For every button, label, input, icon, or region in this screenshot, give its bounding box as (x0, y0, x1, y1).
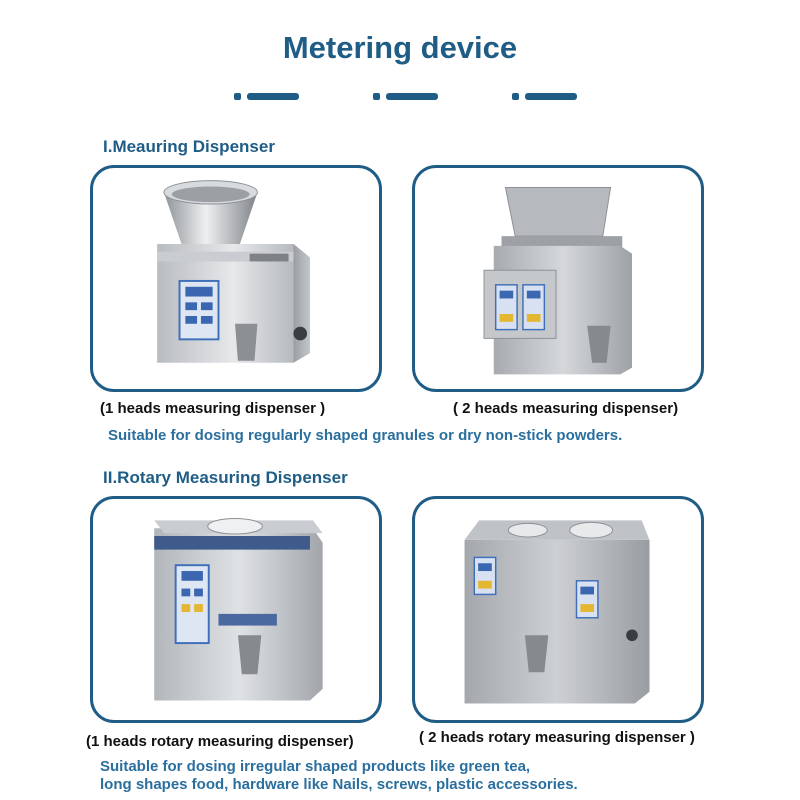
single-head-rotary-dispenser-photo (154, 517, 323, 701)
section2-note-line2: long shapes food, hardware like Nails, s… (100, 776, 578, 793)
section-title-rotary-dispenser: II.Rotary Measuring Dispenser (103, 468, 348, 487)
single-head-rotary-dispenser-image (90, 496, 382, 723)
double-head-dispenser-image (412, 165, 704, 392)
page-title: Metering device (282, 30, 518, 65)
section1-note: Suitable for dosing regularly shaped gra… (108, 427, 623, 444)
section2-note-line1: Suitable for dosing irregular shaped pro… (100, 758, 531, 775)
caption-single-head-dispenser: (1 heads measuring dispenser ) (100, 400, 326, 417)
caption-double-head-dispenser: ( 2 heads measuring dispenser) (453, 400, 679, 417)
section-title-measuring-dispenser: I.Meauring Dispenser (103, 137, 275, 156)
caption-single-head-rotary-dispenser: (1 heads rotary measuring dispenser) (86, 733, 354, 750)
caption-double-head-rotary-dispenser: ( 2 heads rotary measuring dispenser ) (419, 729, 695, 746)
double-head-rotary-dispenser-photo (464, 520, 650, 704)
single-head-dispenser-image (90, 165, 382, 392)
double-head-dispenser-photo (483, 186, 632, 375)
single-head-dispenser-photo (157, 180, 310, 363)
double-head-rotary-dispenser-image (412, 496, 704, 723)
